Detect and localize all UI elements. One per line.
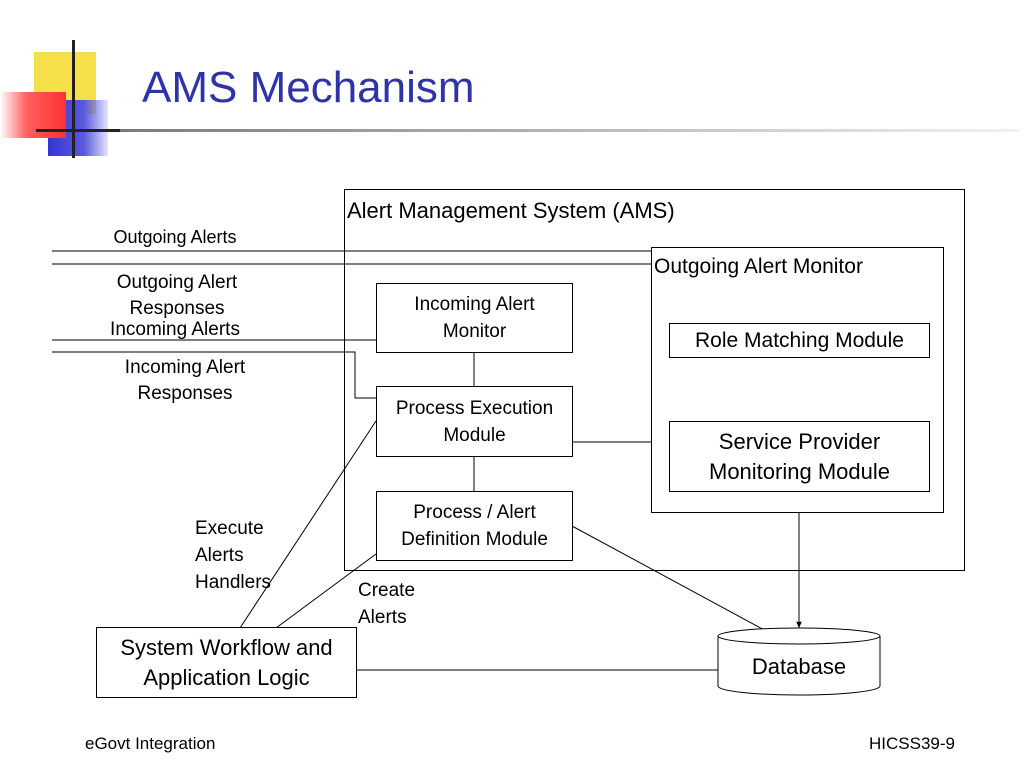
incoming-alert-responses-label: Incoming Alert Responses <box>124 357 246 404</box>
incoming-alert-monitor-label: Incoming Alert Monitor <box>414 294 535 342</box>
process-execution-module-label: Process Execution Module <box>395 397 554 446</box>
outgoing-alert-monitor-label: Outgoing Alert Monitor <box>654 255 863 278</box>
definition-to-database-line <box>571 525 769 633</box>
database-cylinder <box>717 627 881 696</box>
logo-horizontal-line <box>36 129 140 132</box>
execute-handlers-line <box>239 420 377 629</box>
service-provider-monitoring-module-label: Service Provider Monitoring Module <box>709 428 890 484</box>
incoming-alert-monitor-box: Incoming Alert Monitor <box>376 283 573 353</box>
footer-right: HICSS39-9 <box>869 734 955 753</box>
create-alerts-label: Create Alerts <box>358 580 416 628</box>
system-workflow-label: System Workflow and Application Logic <box>120 634 333 690</box>
outgoing-alerts-label: Outgoing Alerts <box>113 227 237 247</box>
footer-left: eGovt Integration <box>85 734 216 753</box>
create-alerts-line <box>275 553 377 629</box>
ams-label: Alert Management System (AMS) <box>347 198 675 223</box>
role-matching-module-box: Role Matching Module <box>669 323 930 358</box>
logo-vertical-line <box>72 40 75 158</box>
outgoing-alert-responses-label: Outgoing Alert Responses <box>116 272 238 319</box>
slide-logo <box>0 40 140 160</box>
service-provider-monitoring-module-box: Service Provider Monitoring Module <box>669 421 930 492</box>
process-alert-definition-module-box: Process / Alert Definition Module <box>376 491 573 561</box>
process-execution-module-box: Process Execution Module <box>376 386 573 457</box>
process-alert-definition-module-label: Process / Alert Definition Module <box>401 502 548 550</box>
execute-alerts-handlers-label: Execute Alerts Handlers <box>195 518 272 593</box>
incoming-alert-responses-line <box>52 351 376 399</box>
role-matching-module-label: Role Matching Module <box>695 328 904 352</box>
incoming-alerts-label: Incoming Alerts <box>110 319 240 340</box>
ams-frame <box>344 189 965 571</box>
system-workflow-box: System Workflow and Application Logic <box>96 627 357 698</box>
slide-title: AMS Mechanism <box>142 63 475 112</box>
database-label: Database <box>751 654 847 679</box>
title-underline <box>120 129 1020 132</box>
